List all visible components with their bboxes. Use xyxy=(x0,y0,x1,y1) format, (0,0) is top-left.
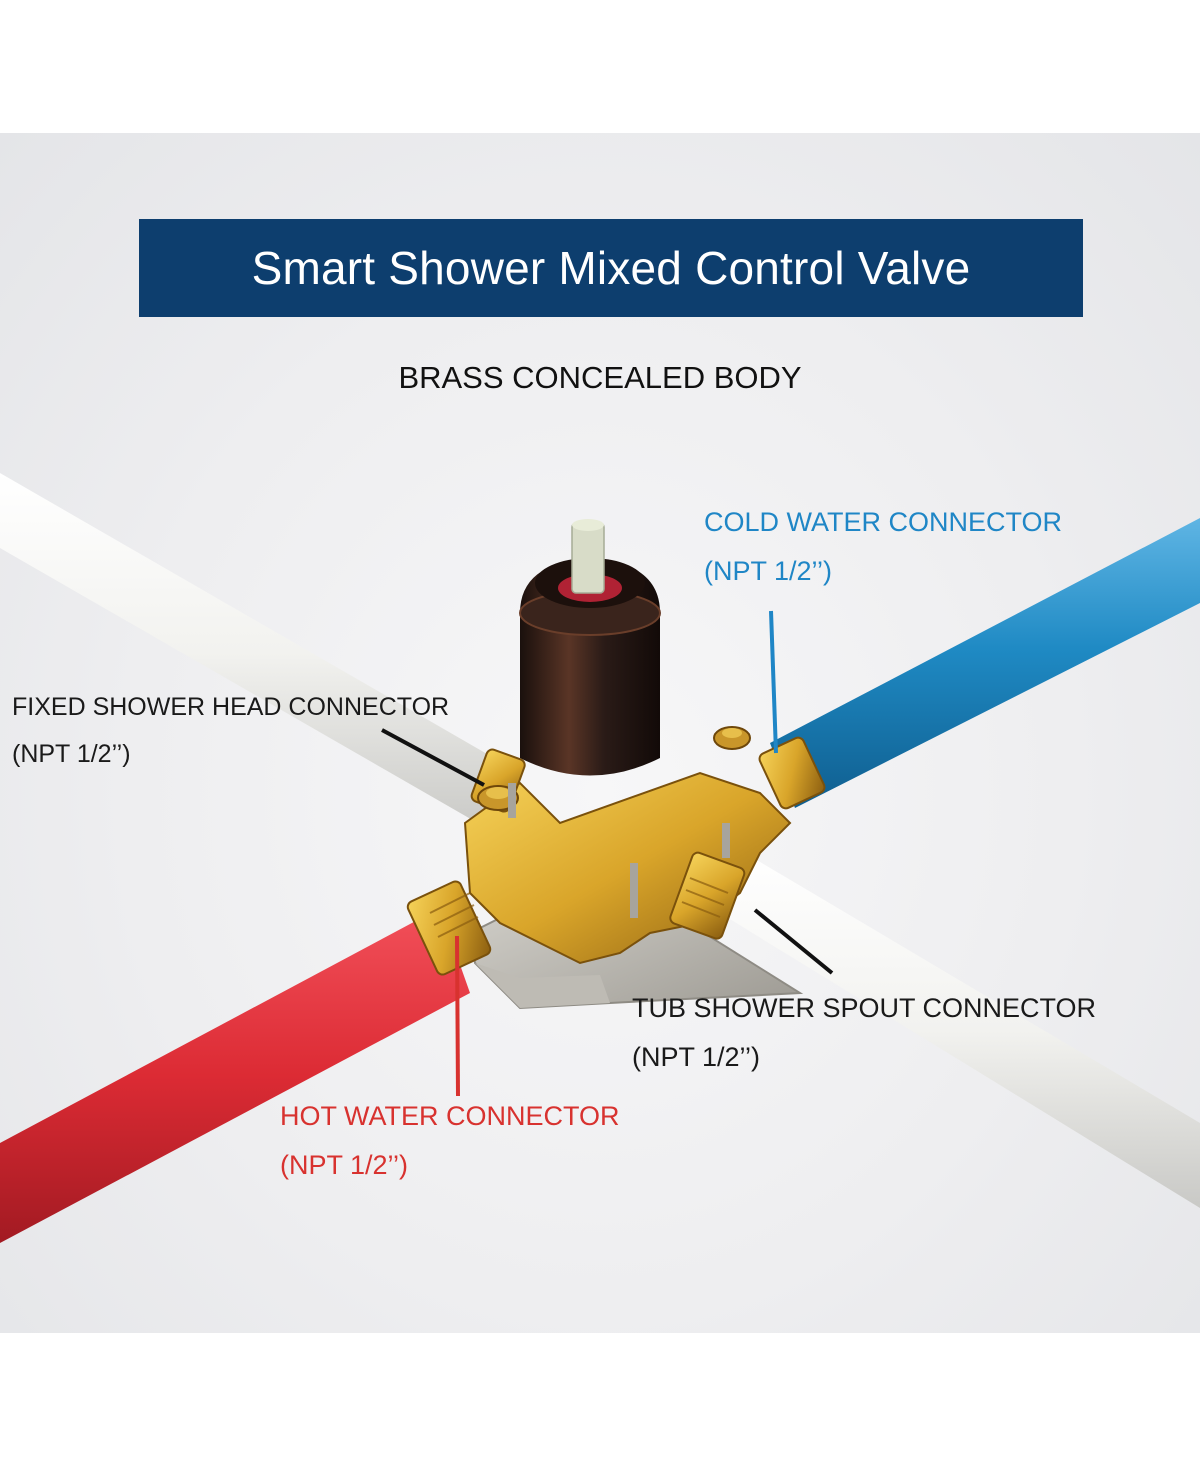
fixed-head-label: FIXED SHOWER HEAD CONNECTOR (NPT 1/2’’) xyxy=(12,695,449,767)
brass-valve-body xyxy=(406,726,826,976)
title-banner: Smart Shower Mixed Control Valve xyxy=(139,219,1083,317)
valve-illustration xyxy=(0,473,1200,1243)
hot-leader-line xyxy=(455,935,460,1097)
cold-water-label: COLD WATER CONNECTOR (NPT 1/2’’) xyxy=(704,509,1062,585)
page-subtitle: BRASS CONCEALED BODY xyxy=(398,360,802,395)
cold-water-spec: (NPT 1/2’’) xyxy=(704,556,833,586)
hot-water-name: HOT WATER CONNECTOR xyxy=(280,1101,620,1131)
tub-spout-name: TUB SHOWER SPOUT CONNECTOR xyxy=(632,993,1097,1023)
page-title: Smart Shower Mixed Control Valve xyxy=(251,242,971,294)
tub-spout-spec: (NPT 1/2’’) xyxy=(632,1042,761,1072)
cold-water-pipe xyxy=(770,518,1200,808)
hot-water-spec: (NPT 1/2’’) xyxy=(280,1150,409,1180)
cold-water-name: COLD WATER CONNECTOR xyxy=(704,507,1063,537)
tub-leader-line xyxy=(753,908,834,975)
cold-leader-line xyxy=(769,610,778,754)
tub-spout-label: TUB SHOWER SPOUT CONNECTOR (NPT 1/2’’) xyxy=(632,995,1096,1071)
fixed-head-spec: (NPT 1/2’’) xyxy=(12,740,131,768)
fixed-head-name: FIXED SHOWER HEAD CONNECTOR xyxy=(12,693,450,721)
hot-water-label: HOT WATER CONNECTOR (NPT 1/2’’) xyxy=(280,1103,620,1179)
cartridge-cap xyxy=(519,519,661,776)
fixed-leader-line xyxy=(381,728,485,787)
product-stage: Smart Shower Mixed Control Valve BRASS C… xyxy=(0,133,1200,1333)
white-pipe xyxy=(0,473,1200,1208)
hot-water-pipe xyxy=(0,908,470,1243)
